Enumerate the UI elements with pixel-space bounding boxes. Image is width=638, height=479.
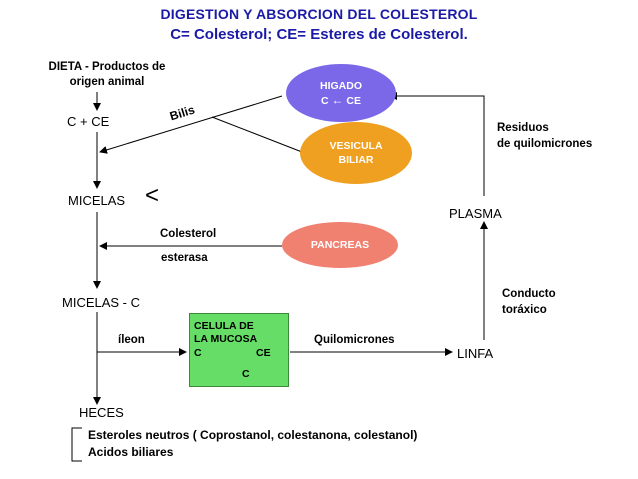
label-conducto-toraxico: Conducto toráxico [502, 286, 556, 318]
label-esteroles-neutros: Esteroles neutros ( Coprostanol, colesta… [88, 428, 418, 442]
celula-line1: CELULA DE [194, 320, 254, 332]
label-colesterol: Colesterol [160, 228, 217, 240]
node-heces: HECES [79, 405, 124, 420]
celula-c-bottom: C [242, 368, 250, 380]
node-celula-mucosa: CELULA DE LA MUCOSA C CE C [189, 313, 289, 387]
arrow-bilis [99, 95, 283, 154]
higado-ce: CE [346, 94, 362, 107]
celula-c-left: C [194, 347, 202, 359]
arrow-plasma-to-higado [389, 92, 485, 196]
node-dieta: DIETA - Productos de origen animal [32, 60, 182, 90]
conducto-line2: toráxico [502, 304, 547, 316]
label-residuos: Residuos de quilomicrones [497, 120, 592, 152]
node-c-ce: C + CE [67, 114, 110, 129]
celula-ce: CE [256, 347, 271, 359]
line-bilis-vesicula [211, 116, 303, 153]
node-micelas-c: MICELAS - C [62, 295, 141, 310]
label-esterasa: esterasa [161, 252, 208, 264]
node-linfa: LINFA [457, 346, 494, 361]
label-quilomicrones: Quilomicrones [314, 334, 395, 346]
label-ileon: íleon [118, 334, 145, 346]
diagram-subtitle: C= Colesterol; CE= Esteres de Colesterol… [170, 26, 468, 43]
micelas-bracket: < [145, 182, 160, 209]
higado-line1: HIGADO [320, 79, 362, 92]
dieta-line1: DIETA - Productos de [48, 61, 166, 73]
node-pancreas: PANCREAS [282, 222, 398, 268]
node-micelas: MICELAS [68, 193, 126, 208]
residuos-line1: Residuos [497, 122, 549, 134]
vesicula-line2: BILIAR [338, 154, 374, 166]
dieta-line2: origen animal [69, 76, 145, 88]
higado-arrow-icon: ← [331, 92, 344, 107]
celula-line2: LA MUCOSA [194, 333, 258, 345]
higado-line2: C ← CE [321, 93, 361, 108]
node-plasma: PLASMA [449, 206, 502, 221]
higado-c: C [320, 94, 329, 107]
label-acidos-biliares: Acidos biliares [88, 445, 174, 459]
node-vesicula: VESICULA BILIAR [300, 122, 412, 184]
conducto-line1: Conducto [502, 288, 556, 300]
residuos-line2: de quilomicrones [497, 138, 593, 150]
pancreas-label: PANCREAS [310, 239, 370, 251]
diagram-title: DIGESTION Y ABSORCION DEL COLESTEROL [160, 6, 478, 22]
node-higado: HIGADO C ← CE [286, 64, 396, 122]
heces-bracket [71, 427, 82, 462]
vesicula-line1: VESICULA [329, 140, 383, 152]
